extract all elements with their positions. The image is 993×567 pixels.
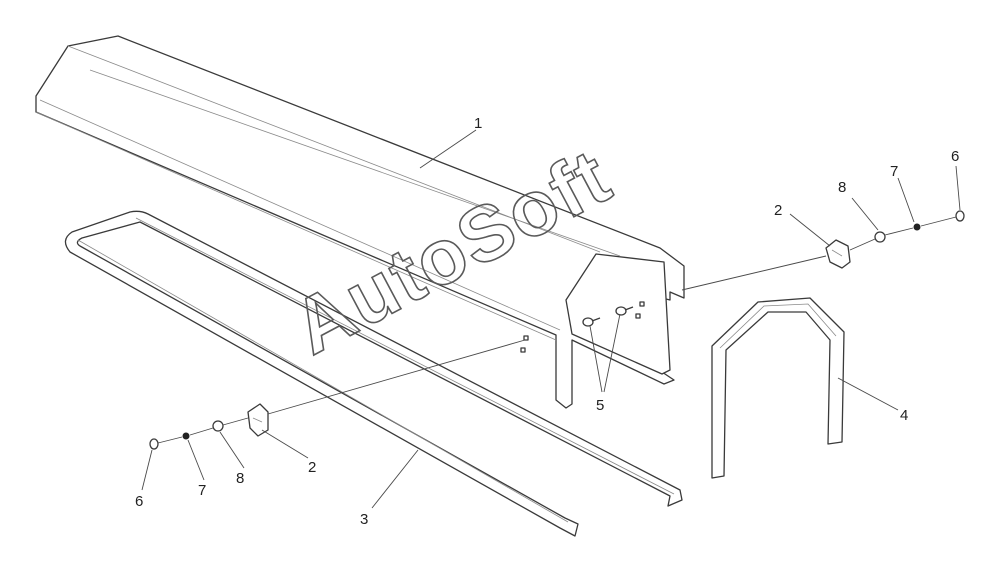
axis-line-right	[681, 216, 957, 291]
callout-7-right: 7	[890, 163, 898, 180]
callout-7-left: 7	[198, 482, 206, 499]
callout-5: 5	[596, 397, 604, 414]
callout-1: 1	[474, 115, 482, 132]
hardware-left	[149, 403, 269, 450]
callout-3: 3	[360, 511, 368, 528]
leader-lines	[141, 129, 961, 509]
axis-line-left	[157, 339, 526, 444]
callout-2-left: 2	[308, 459, 316, 476]
callout-8-right: 8	[838, 179, 846, 196]
callout-2-right: 2	[774, 202, 782, 219]
callout-8-left: 8	[236, 470, 244, 487]
hardware-right	[825, 210, 965, 269]
callout-6-left: 6	[135, 493, 143, 510]
part-5-bolts	[582, 306, 634, 327]
part-4-u-bracket	[711, 297, 845, 479]
part-3-u-rod	[64, 210, 683, 537]
callout-4: 4	[900, 407, 908, 424]
callout-6-right: 6	[951, 148, 959, 165]
